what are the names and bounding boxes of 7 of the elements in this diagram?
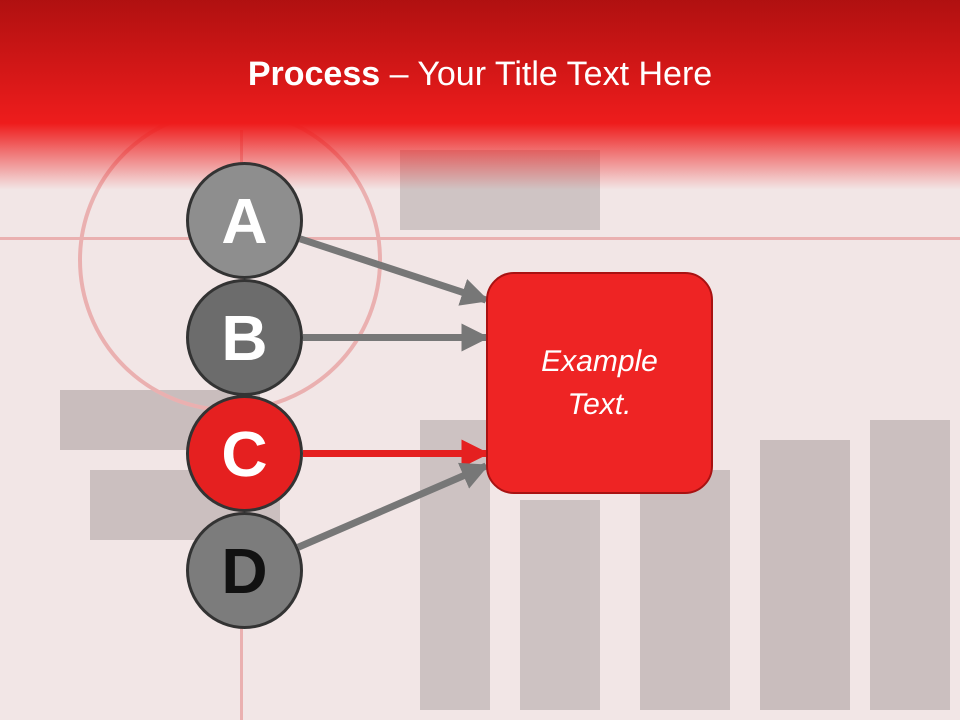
step-letter: D [221,538,268,602]
body-text: Example Text. [540,344,659,423]
step-letter: B [221,306,268,370]
step-letter: C [221,422,268,486]
text-box [486,272,713,494]
title: Process – Your Title Text Here [248,55,712,93]
step-letter: A [221,188,268,252]
